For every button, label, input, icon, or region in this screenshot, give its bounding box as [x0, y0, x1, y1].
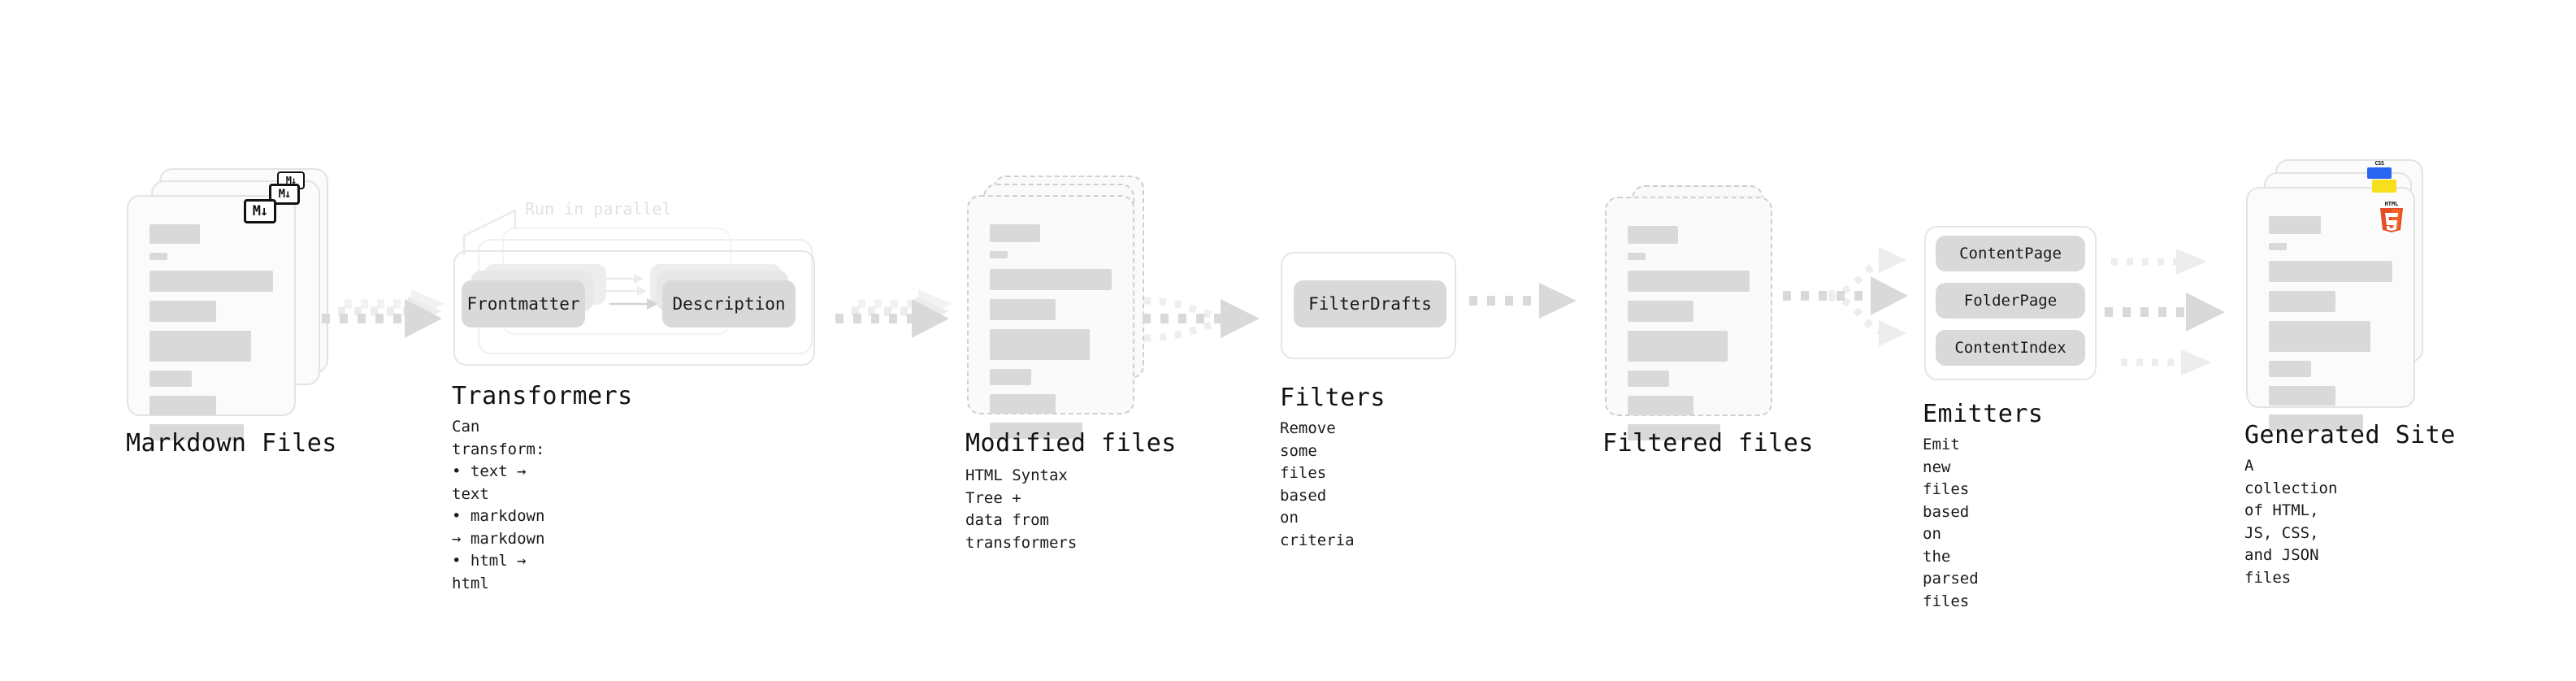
transformer-pill-description[interactable]: Description: [662, 280, 796, 327]
run-in-parallel-bracket: [462, 208, 517, 255]
stage-title-filters: Filters: [1280, 384, 1386, 412]
emitters-group-box: [1924, 226, 2097, 380]
transformer-pill-frontmatter-label: Frontmatter: [466, 294, 580, 314]
transformer-inner-arrows: [601, 274, 658, 310]
transformer-pill-description-label: Description: [672, 294, 786, 314]
connector-emitters-to-site: [2105, 249, 2225, 375]
connector-filtered-to-emitters: [1783, 247, 1908, 346]
stage-description-modified-files: HTML Syntax Tree + data from transformer…: [965, 466, 1078, 552]
stage-title-modified-files: Modified files: [965, 429, 1177, 458]
stage-description-emitters: Emit new files based on the parsed files: [1923, 436, 1979, 610]
doc-placeholder-lines: [990, 224, 1112, 448]
stage-description-filters: Remove some files based on criteria: [1280, 419, 1355, 549]
emitters-pill-folderpage[interactable]: FolderPage: [1936, 283, 2085, 319]
transformer-pill-frontmatter[interactable]: Frontmatter: [462, 280, 585, 327]
stage-title-generated-site: Generated Site: [2244, 421, 2456, 449]
emitters-pill-contentindex-label: ContentIndex: [1954, 339, 2066, 357]
filtered-doc-front: [1605, 197, 1772, 440]
doc-placeholder-lines: [2269, 216, 2392, 440]
stage-title-markdown-files: Markdown Files: [126, 429, 337, 458]
connector-transformers-to-modified: [835, 289, 952, 338]
connector-filters-to-filtered: [1469, 283, 1576, 319]
modified-doc-front: [967, 195, 1134, 439]
stage-title-emitters: Emitters: [1923, 400, 2044, 428]
filters-pill-filterdrafts-label: FilterDrafts: [1308, 294, 1432, 314]
connector-modified-to-filters: [1143, 297, 1260, 342]
filters-group-box: [1281, 252, 1456, 359]
stage-description-generated-site: A collection of HTML, JS, CSS, and JSON …: [2244, 457, 2338, 587]
stage-title-filtered-files: Filtered files: [1602, 429, 1814, 458]
filters-pill-filterdrafts[interactable]: FilterDrafts: [1294, 280, 1446, 327]
markdown-badge-glyph-back-2: M↓: [285, 175, 297, 186]
emitters-pill-contentpage-label: ContentPage: [1959, 245, 2062, 262]
transformer-group-front: [453, 250, 815, 366]
emitters-pill-contentpage[interactable]: ContentPage: [1936, 236, 2085, 271]
doc-placeholder-lines: [1628, 226, 1750, 449]
markdown-badge-glyph-back-1: M↓: [278, 188, 292, 201]
svg-text:HTML: HTML: [2385, 201, 2399, 207]
stage-description-transformers: Can transform: • text → text • markdown …: [452, 418, 545, 592]
emitters-pill-contentindex[interactable]: ContentIndex: [1936, 330, 2085, 366]
doc-placeholder-lines: [150, 224, 273, 449]
stage-title-transformers: Transformers: [452, 382, 633, 410]
markdown-doc-front: [127, 195, 296, 440]
emitters-pill-folderpage-label: FolderPage: [1963, 292, 2058, 310]
markdown-badge: M↓: [244, 199, 276, 223]
js-badge: [2372, 180, 2396, 193]
markdown-badge-glyph: M↓: [252, 202, 269, 219]
html5-icon: HTML: [2380, 201, 2403, 232]
css-badge: [2367, 160, 2392, 179]
run-in-parallel-label: Run in parallel: [525, 199, 672, 219]
connector-markdown-to-transformers: [322, 289, 445, 338]
